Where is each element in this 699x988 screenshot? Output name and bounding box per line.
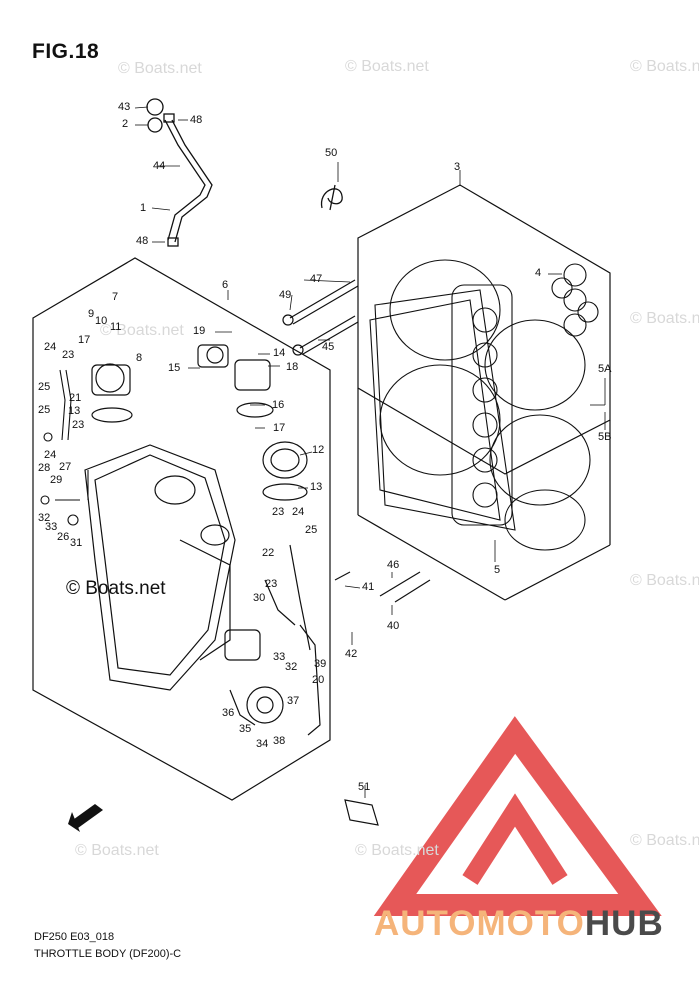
callout: 3 bbox=[454, 161, 461, 173]
throttle-body-box bbox=[32, 257, 331, 801]
callout: 9 bbox=[88, 308, 95, 320]
callout: 13 bbox=[68, 405, 81, 417]
watermark: © Boats.net bbox=[355, 842, 439, 859]
callout: 35 bbox=[239, 723, 252, 735]
callout: 31 bbox=[70, 537, 83, 549]
callout: 5B bbox=[598, 431, 612, 443]
callout: 15 bbox=[168, 362, 181, 374]
callout: 24 bbox=[44, 449, 57, 461]
callout: 33 bbox=[45, 521, 58, 533]
callout: 45 bbox=[322, 341, 335, 353]
callout: 47 bbox=[310, 273, 323, 285]
callout: 30 bbox=[253, 592, 266, 604]
callout: 40 bbox=[387, 620, 400, 632]
callout: 27 bbox=[59, 461, 72, 473]
clip-drawing bbox=[320, 184, 343, 211]
callout: 22 bbox=[262, 547, 275, 559]
callout: 8 bbox=[136, 352, 143, 364]
callout: 46 bbox=[387, 559, 400, 571]
hose-drawing bbox=[146, 98, 213, 247]
callout: 25 bbox=[38, 404, 51, 416]
callout: 13 bbox=[310, 481, 323, 493]
callout: 48 bbox=[190, 114, 203, 126]
callout: 44 bbox=[153, 160, 166, 172]
callout: 51 bbox=[358, 781, 371, 793]
manifold-drawing bbox=[369, 259, 599, 551]
callout: 12 bbox=[312, 444, 325, 456]
callout: 39 bbox=[314, 658, 327, 670]
callout: 23 bbox=[265, 578, 278, 590]
callout: 18 bbox=[286, 361, 299, 373]
callout: 32 bbox=[38, 512, 51, 524]
long-bolts bbox=[282, 279, 431, 603]
callout: 37 bbox=[287, 695, 300, 707]
diagram-caption: THROTTLE BODY (DF200)-C bbox=[34, 948, 182, 960]
decal-drawing bbox=[344, 799, 379, 826]
callout: 11 bbox=[110, 321, 122, 333]
bracket-drawing bbox=[40, 369, 89, 526]
callout: 24 bbox=[44, 341, 57, 353]
callout: 23 bbox=[272, 506, 285, 518]
figure-title: FIG.18 bbox=[32, 40, 100, 63]
watermark-main: © Boats.net bbox=[66, 578, 166, 599]
watermark: © Boats.net bbox=[100, 322, 184, 339]
callout: 10 bbox=[95, 315, 108, 327]
callout: 14 bbox=[273, 347, 286, 359]
callout: 21 bbox=[69, 392, 82, 404]
callout: 20 bbox=[312, 674, 325, 686]
callout: 26 bbox=[57, 531, 70, 543]
callout: 17 bbox=[78, 334, 91, 346]
callout: 48 bbox=[136, 235, 149, 247]
callout: 23 bbox=[72, 419, 85, 431]
callout: 17 bbox=[273, 422, 286, 434]
leader-lines bbox=[134, 106, 606, 798]
callout: 5 bbox=[494, 564, 501, 576]
callout: 42 bbox=[345, 648, 358, 660]
callout: 50 bbox=[325, 147, 338, 159]
callout: 24 bbox=[292, 506, 305, 518]
callout: 34 bbox=[256, 738, 269, 750]
callout: 6 bbox=[222, 279, 229, 291]
callout: 19 bbox=[193, 325, 206, 337]
watermark: © Boats.net bbox=[630, 58, 699, 75]
throttle-body-drawing bbox=[84, 344, 321, 736]
callout: 25 bbox=[305, 524, 318, 536]
callout: 25 bbox=[38, 381, 51, 393]
watermark: © Boats.net bbox=[118, 60, 202, 77]
callout: 1 bbox=[140, 202, 147, 214]
callout: 32 bbox=[285, 661, 298, 673]
watermark: © Boats.net bbox=[630, 832, 699, 849]
fwd-arrow-icon bbox=[68, 804, 103, 832]
watermark: © Boats.net bbox=[75, 842, 159, 859]
brand-part-moto: MOTO bbox=[476, 904, 585, 943]
brand-logo: AUTOMOTOHUB bbox=[374, 904, 664, 944]
watermark: © Boats.net bbox=[630, 310, 699, 327]
callout: 33 bbox=[273, 651, 286, 663]
brand-triangle-icon bbox=[373, 716, 662, 916]
callout: 41 bbox=[362, 581, 375, 593]
intake-manifold-box bbox=[357, 184, 611, 601]
brand-part-auto: AUTO bbox=[374, 904, 477, 943]
callout: 43 bbox=[118, 101, 131, 113]
callout: 16 bbox=[272, 399, 285, 411]
watermark: © Boats.net bbox=[630, 572, 699, 589]
diagram-code: DF250 E03_018 bbox=[34, 931, 115, 943]
callout: 29 bbox=[50, 474, 63, 486]
callout: 7 bbox=[112, 291, 119, 303]
callout: 49 bbox=[279, 289, 292, 301]
callout: 2 bbox=[122, 118, 129, 130]
callout: 38 bbox=[273, 735, 286, 747]
callout: 4 bbox=[535, 267, 542, 279]
callout: 36 bbox=[222, 707, 235, 719]
callout: 23 bbox=[62, 349, 75, 361]
callout: 28 bbox=[38, 462, 51, 474]
brand-part-hub: HUB bbox=[584, 904, 664, 943]
callout: 5A bbox=[598, 363, 612, 375]
watermark: © Boats.net bbox=[345, 58, 429, 75]
